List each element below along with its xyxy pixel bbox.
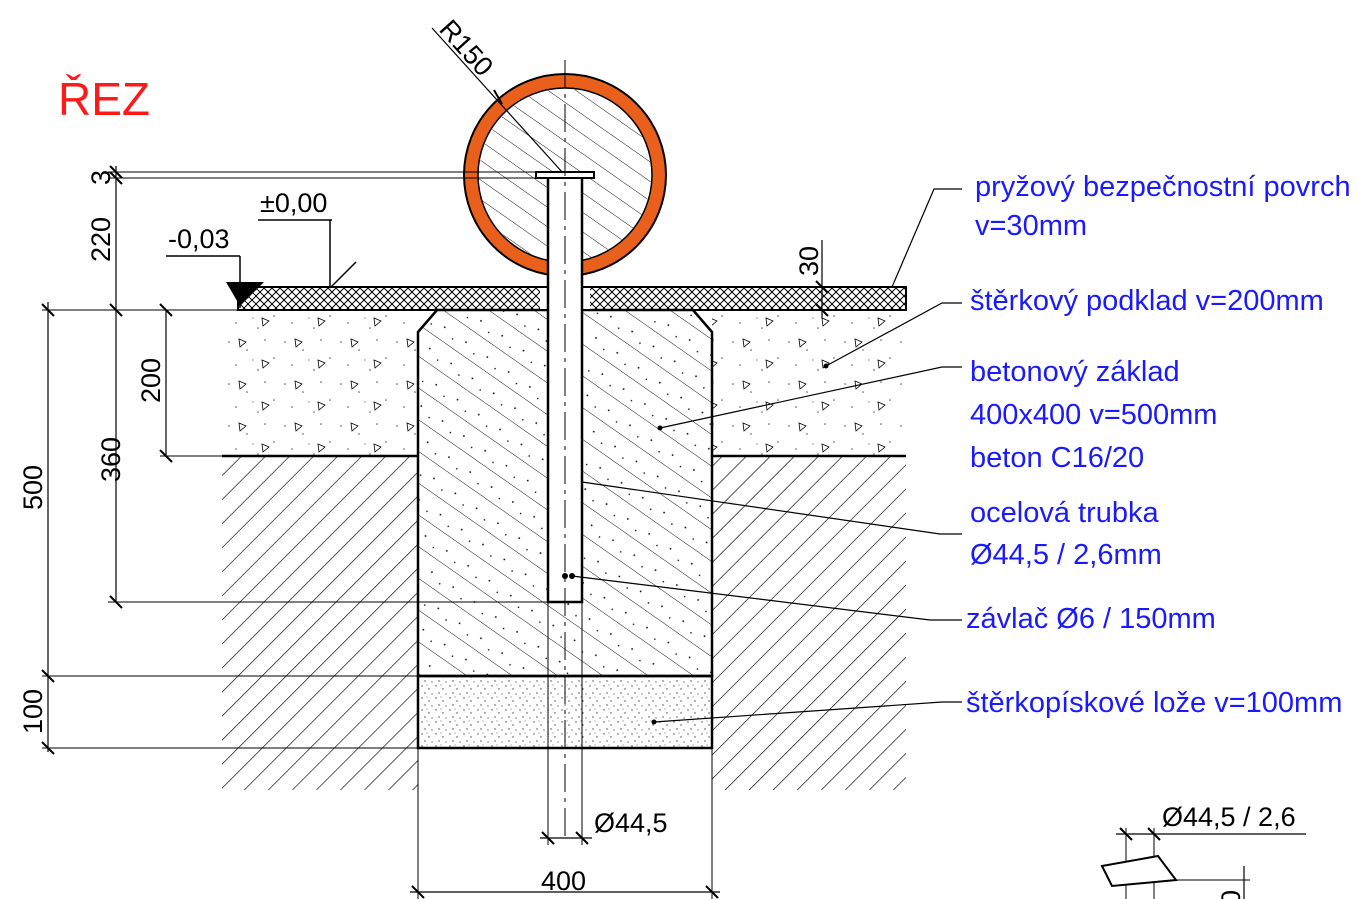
dim-360-label: 360 [96,437,126,482]
radius-label: R150 [434,14,499,82]
dim-100-label: 100 [18,689,48,734]
dim-width-label: 400 [541,866,586,896]
label-gravel: štěrkový podklad v=200mm [970,285,1324,317]
section-title: ŘEZ [58,73,150,125]
level-marker-top: ±0,00 [258,188,357,289]
label-foundation-line-2: 400x400 v=500mm [970,399,1217,431]
level-top-label: ±0,00 [260,188,327,218]
detail-cut-digit: 0 [1216,890,1246,899]
dimension-30: 30 [794,240,829,318]
dim-200-label: 200 [136,358,166,403]
level-marker-side: -0,03 [166,224,264,308]
dim-pipe-label: Ø44,5 [594,808,668,838]
label-foundation-line-1: betonový základ [970,356,1180,388]
dimension-bottom: Ø44,5 400 [410,602,720,899]
dim-500-label: 500 [18,465,48,510]
soil-hatch [222,454,906,790]
gravel-layer [222,310,906,456]
label-foundation-line-3: beton C16/20 [970,442,1144,474]
tube-detail: Ø44,5 / 2,6 0 [1100,802,1306,899]
label-tube-line-1: ocelová trubka [970,497,1159,529]
label-surface-line-2: v=30mm [975,210,1087,242]
dim-30-label: 30 [794,246,824,276]
label-bed: štěrkopískové lože v=100mm [966,687,1342,719]
detail-pipe-label: Ø44,5 / 2,6 [1162,802,1296,832]
dim-220-label: 220 [86,217,116,262]
label-pin: závlač Ø6 / 150mm [966,603,1216,635]
level-side-label: -0,03 [168,224,230,254]
dim-3-label: 3 [86,170,116,185]
leader-lines [571,188,962,725]
dimension-chain-left: 3 220 360 200 500 100 [18,165,548,755]
label-surface-line-1: pryžový bezpečnostní povrch [975,171,1351,203]
label-tube-line-2: Ø44,5 / 2,6mm [970,539,1162,571]
steel-tube [535,60,595,840]
material-labels: pryžový bezpečnostní povrch v=30mm štěrk… [966,171,1351,719]
